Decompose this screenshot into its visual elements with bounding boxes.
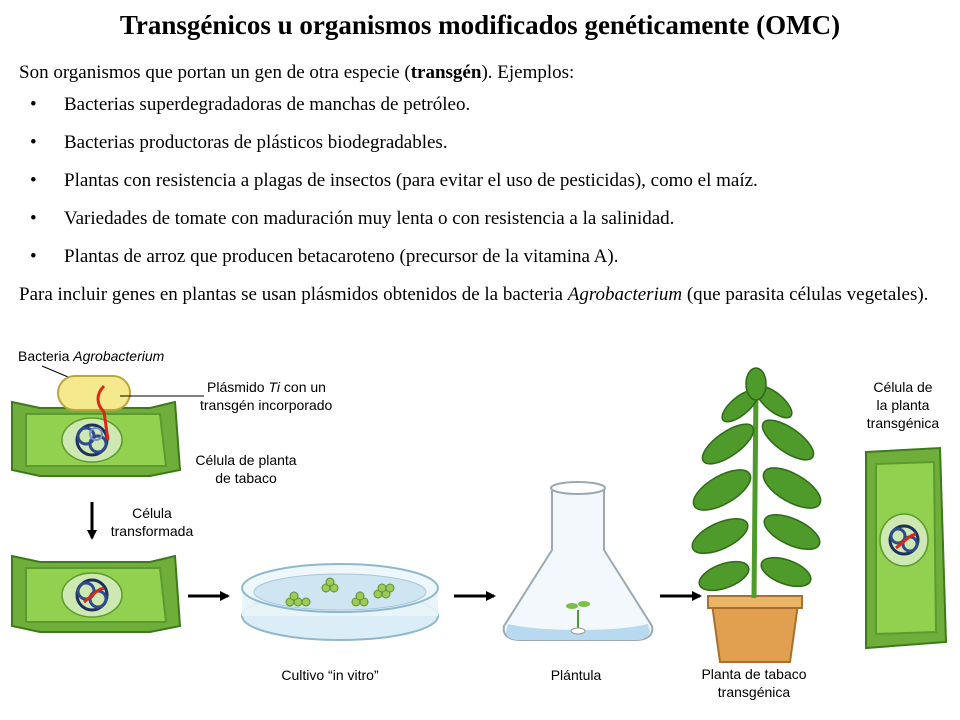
intro-suffix: ). Ejemplos: xyxy=(481,62,575,83)
transformed-label-line-1: Célula xyxy=(132,505,172,521)
list-item-text: Plantas con resistencia a plagas de inse… xyxy=(64,170,758,191)
bullet-marker: • xyxy=(30,246,37,267)
tobacco-plant-icon xyxy=(691,367,822,663)
page-title: Transgénicos u organismos modificados ge… xyxy=(119,10,841,40)
agrobacterium-cell xyxy=(57,375,131,441)
plant-label-line-1: Planta de tabaco xyxy=(701,666,806,682)
transgenic-plant-cell xyxy=(865,446,948,650)
tobacco-cell-label-line-2: de tabaco xyxy=(215,470,277,486)
bullet-marker: • xyxy=(30,208,37,229)
bacteria-label: Bacteria Agrobacterium xyxy=(18,348,165,364)
bullet-marker: • xyxy=(30,94,37,115)
transgenic-process-diagram: Bacteria Agrobacterium Plásmido Ti con u… xyxy=(11,348,948,700)
bullet-marker: • xyxy=(30,170,37,191)
paragraph-italic-term: Agrobacterium xyxy=(567,284,683,305)
list-item-text: Bacterias superdegradadoras de manchas d… xyxy=(64,94,471,115)
seedling-icon xyxy=(566,601,590,635)
paragraph-prefix: Para incluir genes en plantas se usan pl… xyxy=(19,284,568,305)
list-item: • Bacterias superdegradadoras de manchas … xyxy=(30,94,758,132)
intro-bold-term: transgén xyxy=(410,62,482,83)
chromosome-transgene-icon xyxy=(75,578,109,612)
callus-cluster-icon xyxy=(285,577,395,607)
plasmid-label-line-1: Plásmido Ti con un xyxy=(207,379,326,395)
list-item: • Plantas con resistencia a plagas de ins… xyxy=(30,170,758,208)
petri-dish-icon xyxy=(241,563,439,641)
paragraph-suffix: (que parasita células vegetales). xyxy=(682,284,929,305)
list-item: • Plantas de arroz que producen betacarot… xyxy=(30,246,758,284)
agrobacterium-paragraph: Para incluir genes en plantas se usan pl… xyxy=(19,281,949,308)
transformed-cell xyxy=(11,554,182,633)
list-item: • Variedades de tomate con maduración muy… xyxy=(30,208,758,246)
chromosome-transgene-icon xyxy=(888,524,920,556)
plant-label-line-2: transgénica xyxy=(718,684,791,700)
list-item-text: Bacterias productoras de plásticos biode… xyxy=(64,132,448,153)
transgenic-cell-label-line-1: Célula de xyxy=(873,379,932,395)
tobacco-cell-label-line-1: Célula de planta xyxy=(195,452,296,468)
erlenmeyer-flask-icon xyxy=(502,481,654,641)
list-item: • Bacterias productoras de plásticos biod… xyxy=(30,132,758,170)
list-item-text: Plantas de arroz que producen betacarote… xyxy=(64,246,619,267)
plasmid-label-line-2: transgén incorporado xyxy=(200,397,333,413)
examples-list: • Bacterias superdegradadoras de manchas … xyxy=(30,94,758,284)
intro-prefix: Son organismos que portan un gen de otra… xyxy=(19,62,411,83)
tobacco-cell-top xyxy=(11,400,182,477)
bullet-marker: • xyxy=(30,132,37,153)
culture-label: Cultivo “in vitro” xyxy=(281,667,379,683)
intro-text: Son organismos que portan un gen de otra… xyxy=(19,62,574,84)
seedling-label: Plántula xyxy=(551,667,602,683)
list-item-text: Variedades de tomate con maduración muy … xyxy=(64,208,675,229)
transgenic-cell-label-line-2: la planta xyxy=(877,397,930,413)
transgenic-cell-label-line-3: transgénica xyxy=(867,415,940,431)
plasmid-transfer-icon xyxy=(96,384,110,441)
transformed-label-line-2: transformada xyxy=(111,523,194,539)
